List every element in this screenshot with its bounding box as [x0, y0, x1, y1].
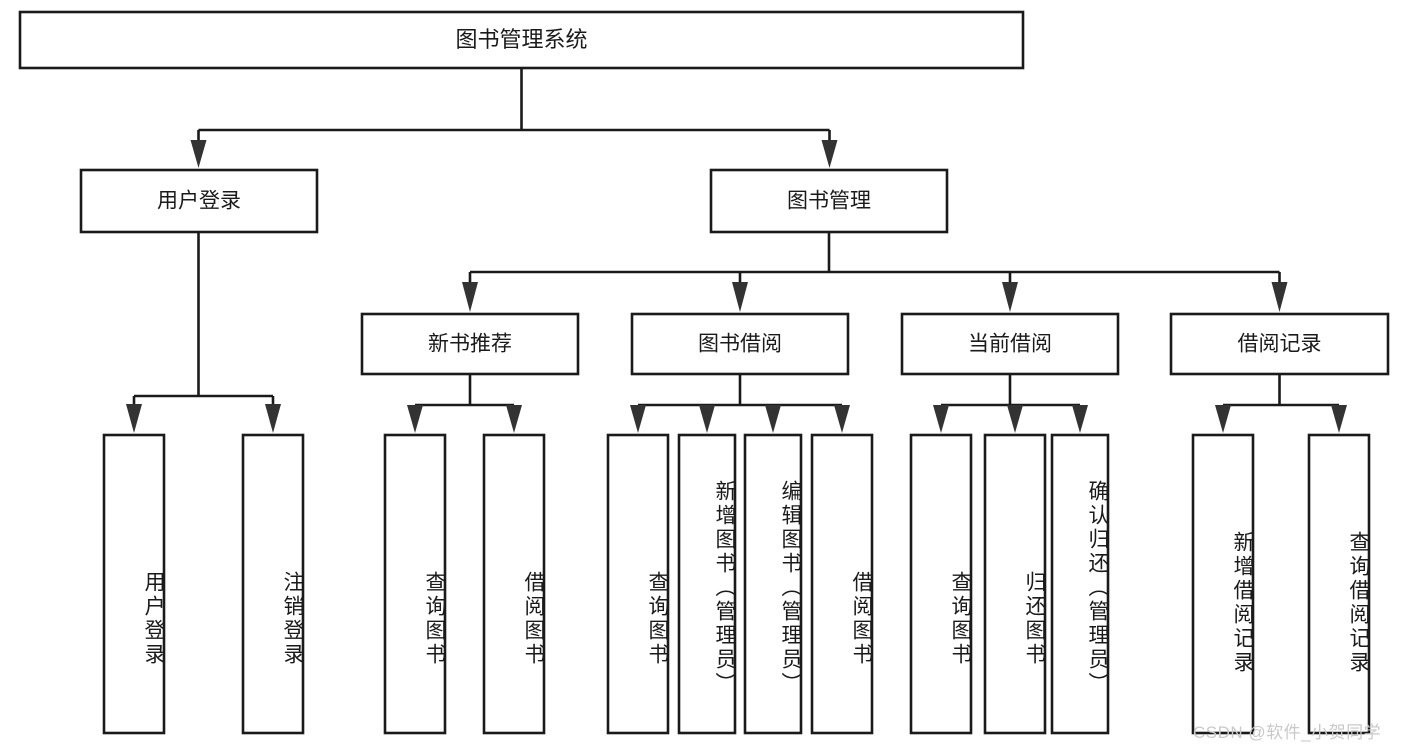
node-book-borrow-box[interactable]: [630, 312, 850, 376]
csdn-watermark: CSDN @软件_小贺同学: [1193, 723, 1382, 742]
arrow-head-icon: [630, 405, 646, 433]
arrow-head-icon: [1215, 405, 1231, 433]
arrow-head-icon: [1271, 282, 1288, 312]
node-book-borrow[interactable]: 图书借阅: [630, 312, 850, 376]
arrow-head-icon: [265, 404, 281, 433]
arrow-head-icon: [407, 405, 423, 433]
arrow-head-icon: [834, 405, 850, 433]
node-borrow-record[interactable]: 借阅记录: [1169, 312, 1390, 376]
connector-group-borrow-record: [1215, 374, 1347, 433]
node-leaf-borrow-book-box[interactable]: [810, 433, 874, 735]
node-leaf-user-logout-box[interactable]: [241, 433, 305, 735]
node-book-manage-box[interactable]: [709, 168, 949, 234]
arrow-head-icon: [732, 282, 748, 312]
node-book-borrow-label: 图书借阅: [698, 333, 782, 356]
arrow-head-icon: [1331, 405, 1347, 433]
node-leaf-return-book-box[interactable]: [983, 433, 1047, 735]
arrow-head-icon: [699, 405, 715, 433]
connector-group-book-manage: [462, 232, 1288, 312]
node-root-label: 图书管理系统: [455, 27, 587, 52]
node-book-manage[interactable]: 图书管理: [709, 168, 949, 234]
node-borrow-record-box[interactable]: [1169, 312, 1390, 376]
arrow-head-icon: [462, 282, 478, 312]
node-book-manage-label: 图书管理: [787, 190, 871, 213]
connector-group-user-login: [126, 232, 281, 433]
node-borrow-record-label: 借阅记录: [1238, 333, 1322, 356]
arrow-head-icon: [190, 140, 207, 168]
node-new-book-recommend-box[interactable]: [360, 312, 580, 376]
node-leaf-query-book-borrow-box[interactable]: [606, 433, 670, 735]
node-current-borrow-label: 当前借阅: [968, 333, 1052, 356]
connector-group-book-borrow: [630, 374, 850, 433]
arrow-head-icon: [1072, 405, 1088, 433]
node-root[interactable]: 图书管理系统: [18, 10, 1025, 70]
node-user-login[interactable]: 用户登录: [79, 168, 319, 234]
node-user-login-box[interactable]: [79, 168, 319, 234]
connector-group-root: [190, 68, 838, 168]
node-root-box[interactable]: [18, 10, 1025, 70]
node-leaf-query-book-rec-box[interactable]: [383, 433, 447, 735]
node-leaf-query-borrow-record-box[interactable]: [1307, 433, 1371, 735]
node-current-borrow[interactable]: 当前借阅: [900, 312, 1120, 376]
arrow-head-icon: [1002, 282, 1018, 312]
arrow-head-icon: [933, 405, 949, 433]
arrow-head-icon: [506, 405, 522, 433]
node-leaf-query-book-current-box[interactable]: [909, 433, 973, 735]
node-leaf-confirm-return-admin-box[interactable]: [1050, 433, 1110, 735]
node-user-login-label: 用户登录: [157, 190, 241, 213]
node-new-book-recommend[interactable]: 新书推荐: [360, 312, 580, 376]
node-current-borrow-box[interactable]: [900, 312, 1120, 376]
arrow-head-icon: [1007, 405, 1023, 433]
node-leaf-add-book-admin-box[interactable]: [677, 433, 737, 735]
node-leaf-user-login-box[interactable]: [102, 433, 166, 735]
node-leaf-borrow-book-rec-box[interactable]: [482, 433, 546, 735]
connector-group-new-book-recommend: [407, 374, 522, 433]
arrow-head-icon: [821, 140, 838, 168]
arrow-head-icon: [126, 404, 142, 433]
connector-group-current-borrow: [933, 374, 1088, 433]
node-leaf-edit-book-admin-box[interactable]: [743, 433, 803, 735]
node-new-book-recommend-label: 新书推荐: [428, 333, 512, 356]
leaf-boxes-group: [102, 433, 1371, 735]
node-leaf-add-borrow-record-box[interactable]: [1191, 433, 1255, 735]
arrow-head-icon: [765, 405, 781, 433]
